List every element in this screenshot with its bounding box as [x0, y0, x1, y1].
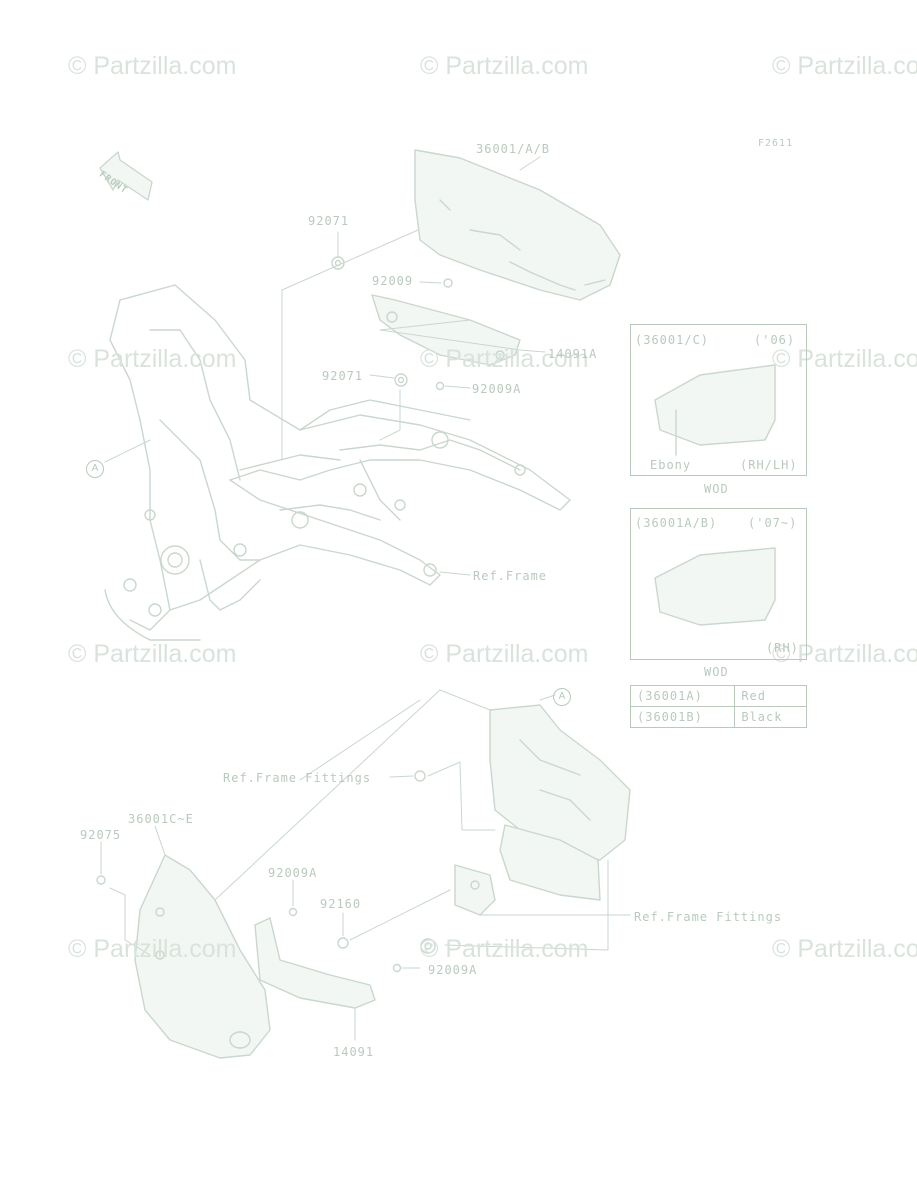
- watermark: © Partzilla.com: [68, 52, 237, 80]
- front-arrow-shape: [99, 151, 153, 201]
- leader-lines-upper: [104, 156, 546, 576]
- watermark: © Partzilla.com: [772, 640, 917, 668]
- color-table-color: Red: [734, 685, 807, 707]
- inset1-color: Ebony: [650, 458, 692, 472]
- inset1-caption: WOD: [704, 482, 729, 496]
- watermark: © Partzilla.com: [772, 935, 917, 963]
- callout-a: A: [553, 688, 571, 706]
- leader-lines-lower: [100, 689, 631, 1041]
- part-label-92071-top: 92071: [308, 214, 350, 228]
- watermark: © Partzilla.com: [420, 52, 589, 80]
- inset2-side: (RH): [766, 641, 799, 655]
- watermark: © Partzilla.com: [68, 935, 237, 963]
- part-label-92160: 92160: [320, 897, 362, 911]
- watermark: © Partzilla.com: [68, 640, 237, 668]
- color-table-part: (36001A): [629, 685, 736, 707]
- inset1-year: ('06): [754, 333, 796, 347]
- table-row: (36001A) Red: [629, 685, 807, 707]
- part-label-ref-frame: Ref.Frame: [473, 569, 548, 583]
- part-label-36001c-e: 36001C~E: [128, 812, 194, 826]
- inset2-cover: [654, 547, 776, 626]
- watermark: © Partzilla.com: [772, 52, 917, 80]
- part-label-92009a-mid: 92009A: [472, 382, 522, 396]
- color-table: (36001A) Red (36001B) Black: [629, 685, 807, 728]
- inset1-part: (36001/C): [635, 333, 710, 347]
- frame-drawing: [104, 284, 571, 641]
- part-label-92075: 92075: [80, 828, 122, 842]
- part-label-ref-frame-fittings-1: Ref.Frame Fittings: [223, 771, 372, 785]
- part-label-92009: 92009: [372, 274, 414, 288]
- watermark: © Partzilla.com: [772, 345, 917, 373]
- watermark: © Partzilla.com: [420, 935, 589, 963]
- callout-a: A: [86, 460, 104, 478]
- watermark: © Partzilla.com: [68, 345, 237, 373]
- part-label-36001-a-b: 36001/A/B: [476, 142, 551, 156]
- figure-code: F2611: [758, 138, 794, 149]
- table-row: (36001B) Black: [629, 706, 807, 728]
- inset2-caption: WOD: [704, 665, 729, 679]
- part-label-14091a: 14091A: [548, 347, 598, 361]
- watermark: © Partzilla.com: [420, 345, 589, 373]
- inset2-part: (36001A/B): [635, 516, 718, 530]
- color-table-part: (36001B): [629, 706, 736, 728]
- part-label-92071-mid: 92071: [322, 369, 364, 383]
- inset1-side: (RH/LH): [740, 458, 798, 472]
- inset-box-36001-a-b: [630, 508, 807, 660]
- part-label-92009a-low: 92009A: [268, 866, 318, 880]
- inset2-year: ('07~): [748, 516, 798, 530]
- side-cover-lower: [420, 704, 631, 954]
- side-cover-upper: [371, 149, 621, 366]
- color-table-color: Black: [734, 706, 807, 728]
- watermark: © Partzilla.com: [420, 640, 589, 668]
- inset1-cover: [654, 364, 776, 456]
- inset-box-36001-c: [630, 324, 807, 476]
- part-label-ref-frame-fittings-2: Ref.Frame Fittings: [634, 910, 783, 924]
- part-label-14091: 14091: [333, 1045, 375, 1059]
- part-label-92009a-bottom: 92009A: [428, 963, 478, 977]
